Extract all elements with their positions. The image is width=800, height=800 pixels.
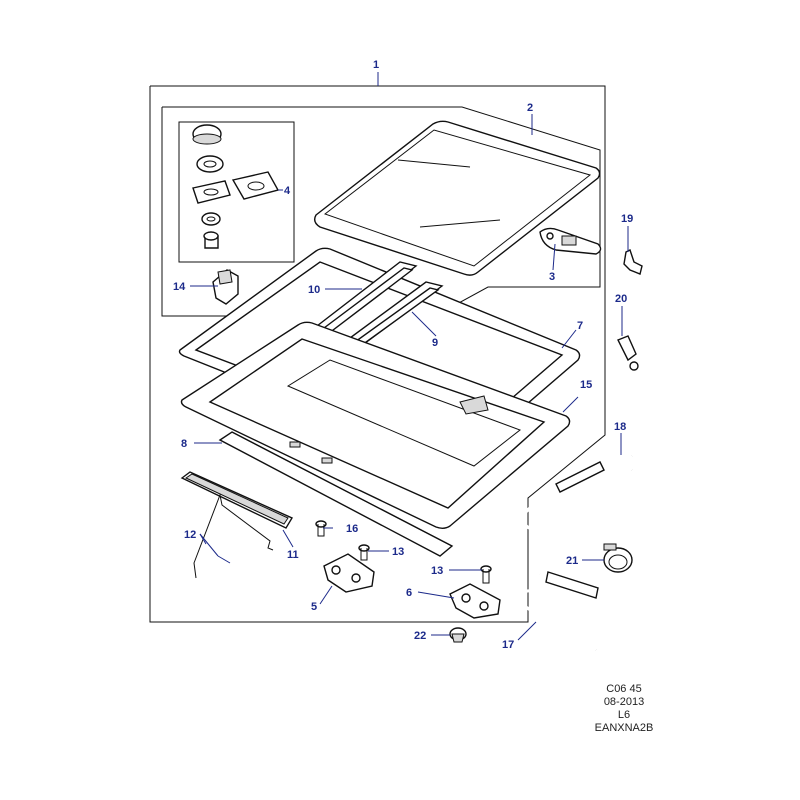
bracket-5 — [323, 544, 375, 593]
seal-frame — [180, 321, 571, 529]
reference-line-3: L6 — [617, 709, 631, 721]
reference-line-2: 08-2013 — [603, 696, 645, 708]
callout-16: 16 — [346, 523, 358, 535]
clip-part — [212, 269, 239, 305]
callout-19: 19 — [621, 213, 633, 225]
reference-line-4: EANXNA2B — [594, 722, 654, 734]
callout-10: 10 — [308, 284, 320, 296]
clip-22 — [449, 627, 467, 643]
callout-15: 15 — [580, 379, 592, 391]
spring-wire — [193, 493, 274, 579]
hose-clamp-21 — [603, 543, 633, 573]
callout-22: 22 — [414, 630, 426, 642]
reference-line-1: C06 45 — [606, 683, 642, 695]
glass-bracket — [539, 227, 602, 255]
callout-1: 1 — [373, 59, 379, 71]
screw-16 — [315, 520, 327, 537]
drain-tube-18 — [522, 454, 640, 532]
callout-13-b: 13 — [431, 565, 443, 577]
callout-6: 6 — [406, 587, 412, 599]
callout-5: 5 — [311, 601, 317, 613]
callout-9: 9 — [432, 337, 438, 349]
fixing-kit-box — [178, 121, 295, 263]
bracket-19 — [623, 249, 643, 275]
callout-17: 17 — [502, 639, 514, 651]
callout-18: 18 — [614, 421, 626, 433]
reference-block: C06 45 08-2013 L6 EANXNA2B — [584, 683, 664, 735]
callout-8: 8 — [181, 438, 187, 450]
callout-21: 21 — [566, 555, 578, 567]
front-bar — [180, 471, 294, 529]
callout-3: 3 — [549, 271, 555, 283]
callout-14: 14 — [173, 281, 186, 293]
callout-7: 7 — [577, 320, 583, 332]
callout-20: 20 — [615, 293, 627, 305]
drain-tray — [218, 431, 454, 557]
bracket-6 — [449, 565, 501, 619]
fixing-kit-parts — [192, 124, 280, 249]
drain-tube-17 — [519, 571, 639, 652]
leader-lines — [190, 72, 629, 641]
callout-12: 12 — [184, 529, 196, 541]
callout-11: 11 — [287, 549, 299, 561]
nozzle-20 — [617, 335, 639, 371]
callout-2: 2 — [527, 102, 533, 114]
callout-13-a: 13 — [392, 546, 404, 558]
callout-4: 4 — [284, 185, 291, 197]
glass-panel-outline — [161, 106, 601, 317]
assembly-outline — [149, 85, 606, 623]
glass-panel — [313, 120, 601, 276]
